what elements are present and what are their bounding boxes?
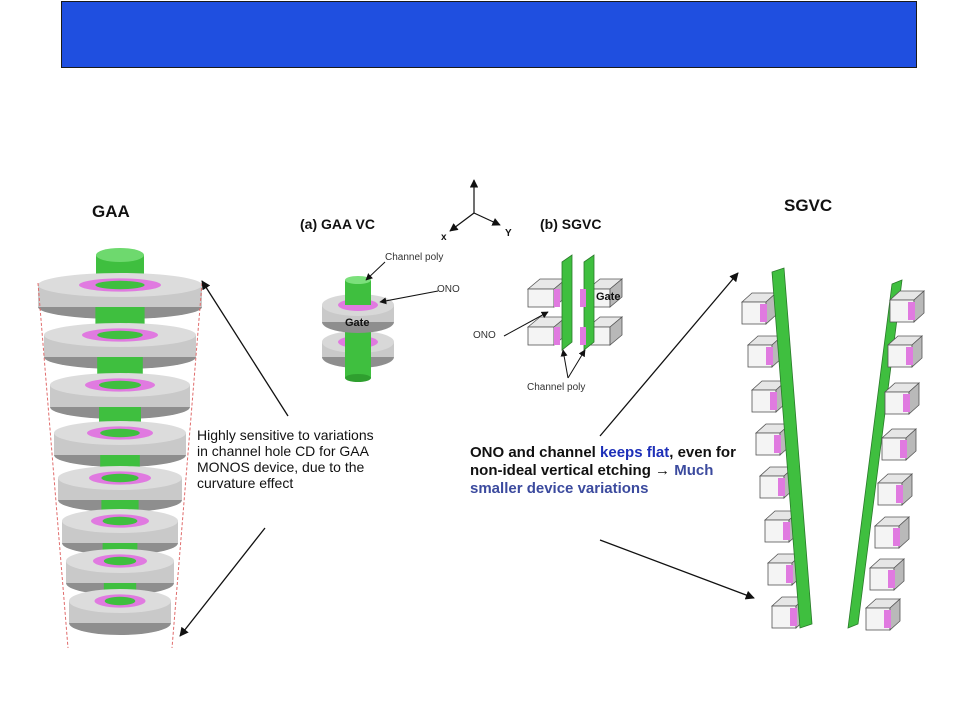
sgvc-sub-label: (b) SGVC [540, 216, 602, 232]
sgvc-gate-block [526, 316, 568, 346]
sgvc-arrow-down [599, 539, 755, 600]
sgvc-gate-block [526, 278, 568, 308]
sgvc-arrow-up [599, 272, 739, 437]
title-bar [61, 1, 917, 68]
gaa-edge-left [37, 282, 69, 649]
sgvc-cell [873, 516, 911, 549]
gaa-title: GAA [92, 202, 130, 221]
gaa-vc-label: (a) GAA VC [300, 216, 375, 232]
sgvc-note-arrow: → [655, 462, 671, 479]
ono-b-label: ONO [473, 330, 496, 341]
axis-x-label: x [441, 232, 447, 243]
gaa-stack [38, 248, 202, 635]
ono-label: ONO [437, 284, 460, 295]
sgvc-cell [886, 335, 924, 368]
gaa-edge-right [171, 282, 203, 649]
sgvc-title: SGVC [784, 196, 833, 215]
sgvc-note: ONO and channel keeps flat, even for non… [470, 444, 750, 498]
gaa-vc-device [322, 276, 394, 382]
channel-poly-b-pointer-1 [560, 349, 569, 379]
gate-a-label: Gate [345, 317, 370, 329]
channel-poly-b-pointer-2 [567, 349, 586, 379]
channel-poly-pointer [365, 261, 386, 281]
gaa-note: Highly sensitive to variations in channe… [197, 427, 374, 491]
sgvc-cell [740, 292, 778, 325]
gate-b-label: Gate [596, 291, 621, 303]
gaa-disk [50, 373, 190, 433]
sgvc-note-p2: keeps flat [600, 444, 670, 461]
sgvc-cell [746, 335, 784, 368]
axes-icon [449, 179, 501, 232]
sgvc-cell [883, 382, 921, 415]
gaa-disk [66, 549, 174, 601]
axis-y-label: Y [505, 228, 512, 239]
channel-poly-b-label: Channel poly [527, 382, 586, 393]
gaa-arrow-down [179, 527, 266, 637]
sgvc-note-p4: Much smaller device variations [470, 462, 714, 497]
sgvc-cell [888, 290, 926, 323]
channel-poly-label: Channel poly [385, 252, 444, 263]
gaa-arrow-up [201, 280, 289, 417]
sgvc-stack [740, 267, 926, 631]
gaa-disk [69, 589, 171, 635]
sgvc-cell [880, 428, 918, 461]
gaa-disk [54, 421, 186, 478]
sgvc-cell [868, 558, 906, 591]
sgvc-cell [876, 473, 914, 506]
gaa-disk [62, 509, 178, 561]
sgvc-device [526, 254, 624, 351]
ono-pointer [379, 290, 439, 305]
ono-b-pointer [503, 311, 549, 337]
sgvc-note-p3: , even for non-ideal vertical etching [470, 444, 736, 479]
sgvc-cell [864, 598, 902, 631]
sgvc-note-p1: ONO and channel [470, 444, 601, 461]
